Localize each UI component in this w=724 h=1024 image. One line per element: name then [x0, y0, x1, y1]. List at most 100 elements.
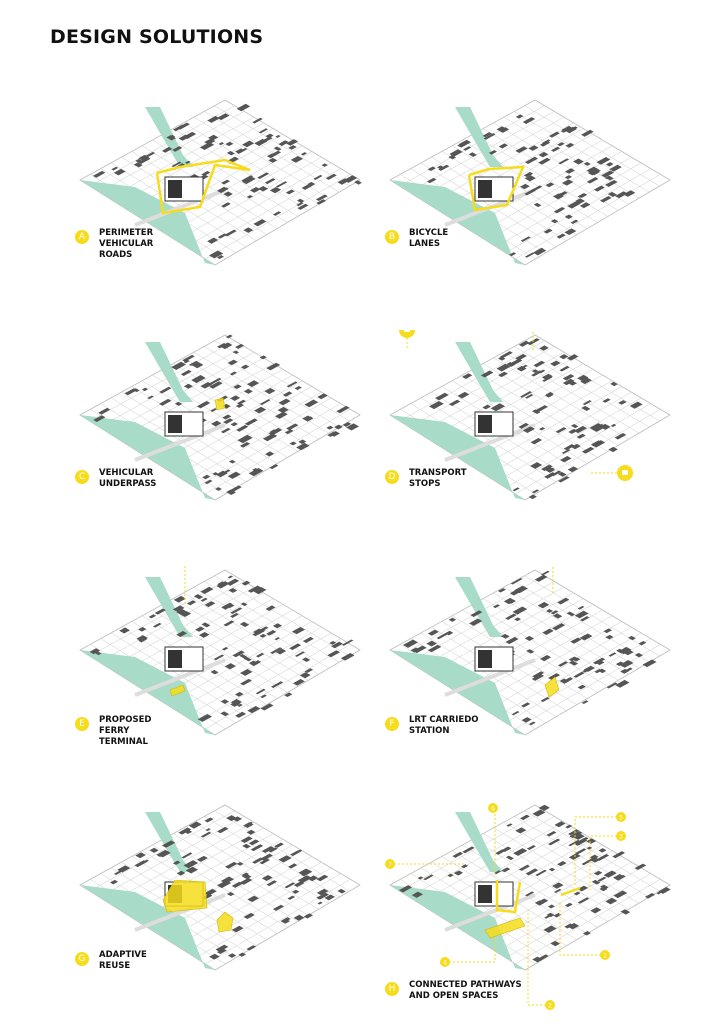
- building: [568, 660, 579, 666]
- building: [215, 487, 222, 491]
- street-line: [166, 856, 312, 940]
- building: [230, 699, 242, 706]
- building: [557, 861, 567, 867]
- building: [501, 867, 511, 873]
- street-line: [503, 116, 640, 199]
- building: [253, 406, 267, 414]
- building: [270, 681, 284, 689]
- building: [265, 451, 275, 457]
- building: [620, 909, 631, 915]
- building: [509, 589, 521, 596]
- building: [200, 586, 214, 595]
- building: [526, 845, 536, 851]
- building: [241, 175, 254, 182]
- panel-title: LRT CARRIEDO STATION: [409, 715, 479, 736]
- building: [541, 570, 550, 576]
- callout-badge-5: [616, 812, 626, 822]
- building: [566, 611, 576, 617]
- building: [567, 201, 581, 209]
- building: [642, 659, 657, 668]
- building: [171, 161, 182, 168]
- street-line: [214, 105, 350, 187]
- callout-number: 2: [548, 1003, 552, 1010]
- building: [546, 912, 555, 918]
- canal-water: [455, 577, 503, 637]
- building: [302, 657, 311, 662]
- building: [264, 178, 276, 185]
- street-line: [204, 346, 340, 428]
- building: [119, 627, 130, 634]
- building: [232, 816, 243, 822]
- building: [293, 881, 305, 888]
- building: [577, 897, 590, 904]
- building: [316, 892, 329, 900]
- building: [537, 601, 550, 609]
- street-line: [524, 105, 660, 187]
- building: [268, 157, 278, 163]
- street-line: [193, 116, 330, 199]
- building: [136, 635, 148, 642]
- building: [199, 142, 215, 151]
- building: [468, 152, 477, 157]
- building: [539, 140, 551, 147]
- street-line: [472, 134, 608, 217]
- street-line: [195, 168, 341, 254]
- street-line: [183, 827, 319, 910]
- river-water: [390, 885, 525, 970]
- building: [552, 193, 564, 200]
- building: [286, 381, 298, 388]
- building: [562, 374, 575, 381]
- building: [586, 838, 597, 844]
- building: [531, 369, 539, 373]
- building: [546, 830, 557, 837]
- building: [237, 703, 243, 707]
- vehicle-glyph: [404, 330, 410, 332]
- building: [587, 168, 601, 176]
- building: [531, 674, 545, 681]
- building: [228, 459, 236, 464]
- building: [225, 603, 235, 609]
- building: [518, 340, 530, 347]
- street-line: [185, 632, 332, 718]
- building: [291, 627, 306, 635]
- building: [581, 446, 595, 454]
- building: [217, 113, 230, 121]
- building: [518, 422, 529, 429]
- building: [498, 143, 509, 149]
- building: [265, 605, 276, 611]
- callout-number: 3: [619, 834, 623, 841]
- street-line: [486, 626, 632, 711]
- building: [253, 586, 267, 595]
- building: [181, 852, 193, 859]
- building: [207, 115, 220, 123]
- open-space-highlight: [484, 917, 526, 939]
- building: [297, 203, 309, 210]
- building: [577, 605, 585, 610]
- building: [520, 391, 532, 398]
- building: [494, 870, 501, 875]
- building: [576, 433, 586, 439]
- building: [197, 714, 213, 722]
- building: [614, 433, 627, 440]
- building: [226, 815, 237, 822]
- building: [572, 657, 581, 662]
- building: [269, 464, 279, 470]
- street-line: [176, 861, 322, 946]
- building: [579, 633, 593, 641]
- building: [580, 377, 592, 385]
- building: [298, 439, 307, 444]
- building: [275, 648, 287, 655]
- building: [268, 427, 283, 436]
- building: [272, 904, 285, 911]
- building: [500, 351, 513, 359]
- building: [528, 145, 539, 151]
- building: [598, 848, 607, 853]
- building: [337, 178, 350, 185]
- building: [290, 850, 301, 857]
- building: [262, 136, 273, 143]
- building: [581, 700, 589, 704]
- building: [531, 489, 540, 494]
